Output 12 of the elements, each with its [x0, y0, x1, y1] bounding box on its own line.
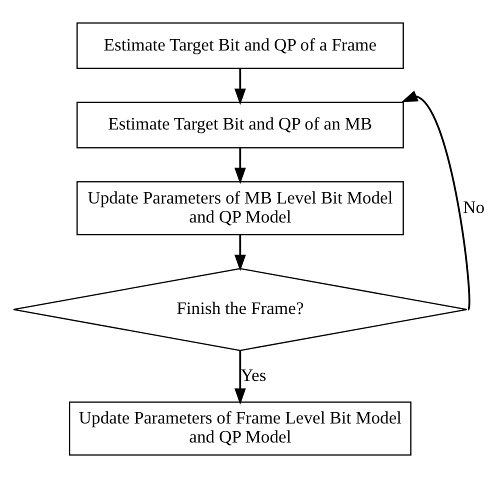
- node-diamond: Finish the Frame?: [12, 268, 468, 352]
- edge-label: No: [463, 196, 485, 217]
- node-box: Update Parameters of MB Level Bit Model and QP Model: [76, 181, 404, 236]
- arrow: [234, 68, 246, 106]
- node-box: Update Parameters of Frame Level Bit Model and QP Model: [68, 401, 412, 456]
- arrow: [234, 148, 246, 184]
- arrow: [401, 90, 470, 310]
- edge-label: Yes: [240, 364, 266, 385]
- arrow: [234, 234, 246, 272]
- arrow: [234, 350, 246, 405]
- node-box: Estimate Target Bit and QP of a Frame: [76, 22, 404, 69]
- node-box: Estimate Target Bit and QP of an MB: [76, 102, 404, 148]
